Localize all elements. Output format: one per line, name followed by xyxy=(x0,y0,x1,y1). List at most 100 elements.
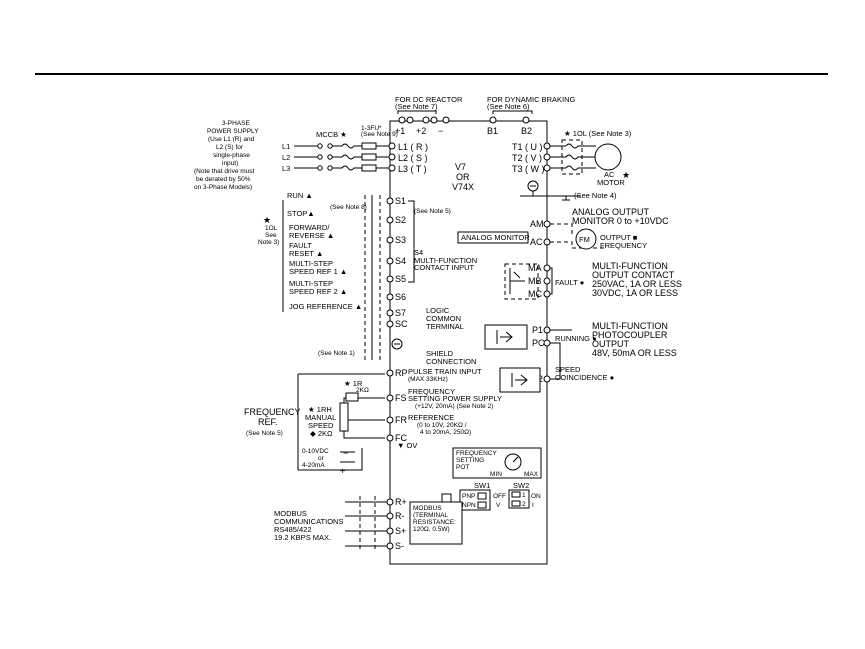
rp-label-1: PULSE TRAIN INPUT xyxy=(408,367,482,376)
svg-text:MC: MC xyxy=(528,289,542,299)
pot-max: MAX xyxy=(524,471,539,478)
freq-ref-label-2: REF. xyxy=(258,417,278,427)
motor-label-1: AC xyxy=(604,170,615,179)
input-l1: L1 ( R ) xyxy=(398,142,428,152)
ms1-label-1: MULTI-STEP xyxy=(289,259,333,268)
ground-icon xyxy=(520,180,580,201)
analog-in-label-1: 0-10VDC xyxy=(302,448,329,455)
s4-label-1: S4 xyxy=(414,248,423,257)
motor-label-2: MOTOR xyxy=(597,178,625,187)
note8-label: (See Note 8) xyxy=(330,204,367,211)
shield-label-2: CONNECTION xyxy=(426,357,476,366)
svg-text:FC: FC xyxy=(395,433,407,443)
analog-out-label-2: MONITOR 0 to +10VDC xyxy=(572,216,669,226)
running-label: RUNNING ● xyxy=(555,334,597,343)
sw2-two: 2 xyxy=(522,501,526,508)
fm-meter-icon xyxy=(575,228,597,250)
drive-model-3: V74X xyxy=(452,182,474,192)
dyn-brake-label-1: FOR DYNAMIC BRAKING xyxy=(487,95,576,104)
svg-text:on 3-Phase Models): on 3-Phase Models) xyxy=(194,184,252,191)
svg-text:AC: AC xyxy=(530,237,543,247)
svg-text:FR: FR xyxy=(395,415,407,425)
fwdrev-label-1: FORWARD/ xyxy=(289,223,330,232)
speed-label-2: COINCIDENCE ● xyxy=(555,373,614,382)
input-l2: L2 ( S ) xyxy=(398,153,428,163)
note5-mid: (See Note 5) xyxy=(414,208,451,215)
dc-term-minus: − xyxy=(438,126,443,136)
left-terminal-dots xyxy=(386,197,394,550)
svg-text:R-: R- xyxy=(395,511,405,521)
fault-contact-box xyxy=(504,263,539,300)
manual-label-4: ◆ 2KΩ xyxy=(310,429,333,438)
mf-photo-2: PHOTOCOUPLER xyxy=(592,330,668,340)
dc-term-b2: B2 xyxy=(521,126,532,136)
analog-out-label-1: ANALOG OUTPUT xyxy=(572,207,650,217)
olc-note: Note 3) xyxy=(258,239,279,246)
svg-text:S2: S2 xyxy=(395,215,406,225)
fs-label-2: SETTING POWER SUPPLY xyxy=(408,394,502,403)
faultreset-label-1: FAULT xyxy=(289,241,312,250)
mf-contact-2: OUTPUT CONTACT xyxy=(592,270,675,280)
svg-text:MA: MA xyxy=(528,263,542,273)
svg-text:S5: S5 xyxy=(395,274,406,284)
olc-star: ★ xyxy=(263,215,271,225)
manual-label-1: ★ 1RH xyxy=(308,405,332,414)
svg-text:POWER SUPPLY: POWER SUPPLY xyxy=(207,128,259,135)
jog-label: JOG REFERENCE ▲ xyxy=(289,302,362,311)
sw-off: OFF xyxy=(493,493,506,500)
logic-label-2: COMMON xyxy=(426,314,461,323)
fm-label: FM xyxy=(579,235,590,244)
olc-label: 1OL xyxy=(265,225,278,232)
mccb-label: MCCB ★ xyxy=(316,130,347,139)
sw2-label: SW2 xyxy=(513,481,529,490)
shield-label-1: SHIELD xyxy=(426,349,454,358)
input-l3: L3 ( T ) xyxy=(398,164,427,174)
output-t2: T2 ( V ) xyxy=(512,153,542,163)
stop-label: STOP▲ xyxy=(287,209,315,218)
svg-text:RP: RP xyxy=(395,368,408,378)
dc-term-p2: +2 xyxy=(416,126,426,136)
ov-label: ▼ OV xyxy=(397,441,417,450)
sw-v: V xyxy=(496,502,501,509)
modbus-left-1: MODBUS xyxy=(274,509,307,518)
modbus-left-2: COMMUNICATIONS xyxy=(274,517,343,526)
logic-label-1: LOGIC xyxy=(426,306,450,315)
manual-label-3: SPEED xyxy=(308,421,334,430)
rp-label-2: (MAX 33KHz) xyxy=(408,376,448,383)
olc-see: See xyxy=(265,232,277,239)
sw-on: ON xyxy=(531,493,541,500)
note4-label: (See Note 4) xyxy=(574,191,617,200)
shield-ground-icon xyxy=(391,338,403,350)
left-terminal-labels: S1 S2 S3 S4 S5 S6 S7 SC RP FS FR FC R+ R… xyxy=(395,196,408,551)
fs-label-1: FREQUENCY xyxy=(408,387,455,396)
svg-text:SC: SC xyxy=(395,319,408,329)
svg-text:single-phase: single-phase xyxy=(213,152,250,159)
fs-label-3: (+12V, 20mA) (See Note 2) xyxy=(415,403,493,410)
svg-text:be derated by 50%: be derated by 50% xyxy=(196,176,251,183)
s4-label-3: CONTACT INPUT xyxy=(414,263,475,272)
svg-text:S6: S6 xyxy=(395,292,406,302)
analog-in-label-3: 4-20mA xyxy=(302,462,325,469)
svg-text:3-PHASE: 3-PHASE xyxy=(222,120,250,127)
svg-text:S3: S3 xyxy=(395,235,406,245)
modbus-box-1: MODBUS xyxy=(413,505,442,512)
svg-text:S-: S- xyxy=(395,541,404,551)
r1-label-2: 2KΩ xyxy=(356,387,369,394)
mf-photo-1: MULTI-FUNCTION xyxy=(592,321,668,331)
speed-label-1: SPEED xyxy=(555,365,581,374)
mf-contact-4: 30VDC, 1A OR LESS xyxy=(592,288,678,298)
output-t1: T1 ( U ) xyxy=(512,142,543,152)
freq-ref-note: (See Note 5) xyxy=(246,430,283,437)
supply-label: 3-PHASE POWER SUPPLY (Use L1 (R) and L2 … xyxy=(194,120,259,191)
svg-text:L2 (S) for: L2 (S) for xyxy=(216,144,244,151)
svg-text:MB: MB xyxy=(528,276,542,286)
r1-label-1: ★ 1R xyxy=(344,379,363,388)
fr-label-2: (0 to 10V, 20KΩ / xyxy=(417,422,467,429)
fr-label-1: REFERENCE xyxy=(408,413,454,422)
svg-text:L3: L3 xyxy=(282,164,290,173)
pot-label-3: POT xyxy=(456,464,469,471)
modbus-box-2: (TERMINAL xyxy=(413,512,448,519)
sw1-label: SW1 xyxy=(474,481,490,490)
fwdrev-label-2: REVERSE ▲ xyxy=(289,231,334,240)
dc-reactor-label-2: (See Note 7) xyxy=(395,102,438,111)
